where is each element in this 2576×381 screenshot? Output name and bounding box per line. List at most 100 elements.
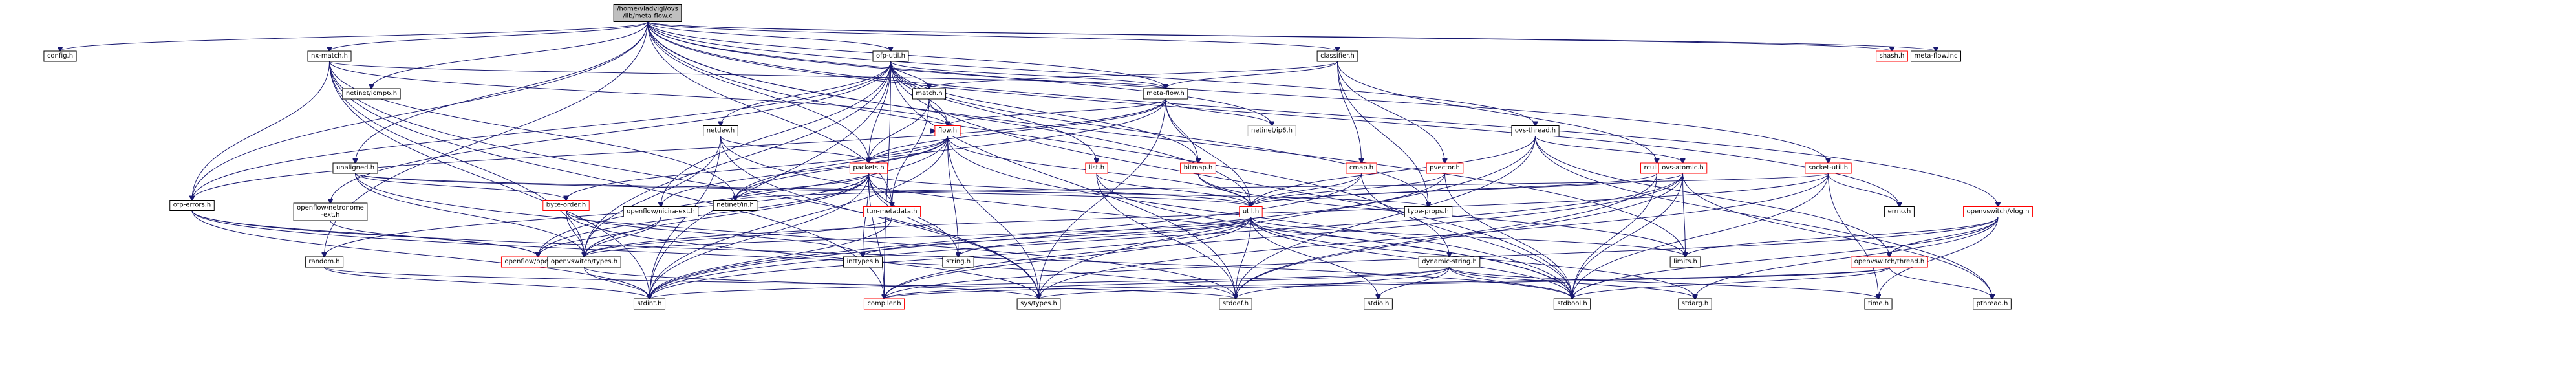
node-label: meta-flow.h — [1146, 90, 1185, 97]
edge-unaligned-h-to-type-props-h — [355, 173, 1429, 207]
node-pthread-h[interactable]: pthread.h — [1973, 298, 2012, 310]
node-classifier-h[interactable]: classifier.h — [1316, 50, 1358, 62]
node-label: openflow/nicira-ext.h — [627, 208, 695, 215]
node-meta-flow-h[interactable]: meta-flow.h — [1143, 88, 1188, 100]
edge-cmap-h-to-stdbool-h — [1361, 173, 1572, 299]
node-socket-util-h[interactable]: socket-util.h — [1805, 162, 1852, 174]
node-flow-h[interactable]: flow.h — [934, 125, 961, 136]
edge-meta-flow-c-to-tun-metadata-h — [647, 21, 892, 207]
node-nx-match-h[interactable]: nx-match.h — [307, 50, 352, 62]
node-label: match.h — [916, 90, 942, 97]
node-random-h[interactable]: random.h — [305, 256, 344, 268]
node-stdbool-h[interactable]: stdbool.h — [1553, 298, 1591, 310]
node-label: sys/types.h — [1020, 300, 1057, 307]
edge-nx-match-h-to-netinet-in-h — [329, 61, 736, 201]
node-openflow-netronome-ext-h[interactable]: openflow/netronome-ext.h — [293, 202, 368, 221]
node-openvswitch-types-h[interactable]: openvswitch/types.h — [547, 256, 621, 268]
edge-meta-flow-c-to-config-h — [60, 21, 648, 52]
node-box — [1085, 162, 1108, 174]
node-inttypes-h[interactable]: inttypes.h — [843, 256, 883, 268]
node-meta-flow-c[interactable]: /home/vladvigl/ovs/lib/meta-flow.c — [613, 4, 682, 22]
node-netinet-icmp6-h[interactable]: netinet/icmp6.h — [342, 88, 401, 100]
node-label: string.h — [946, 258, 971, 265]
node-box — [849, 162, 888, 174]
node-packets-h[interactable]: packets.h — [849, 162, 888, 174]
node-match-h[interactable]: match.h — [912, 88, 947, 100]
node-label: limits.h — [1673, 258, 1697, 265]
node-openflow-nicira-ext-h[interactable]: openflow/nicira-ext.h — [623, 206, 699, 217]
edge-classifier-h-to-type-props-h — [1337, 61, 1429, 207]
node-label: type-props.h — [1408, 208, 1448, 215]
node-pvector-h[interactable]: pvector.h — [1426, 162, 1464, 174]
node-stdio-h[interactable]: stdio.h — [1364, 298, 1393, 310]
node-list-h[interactable]: list.h — [1085, 162, 1108, 174]
node-label: bitmap.h — [1184, 164, 1213, 171]
edge-netdev-h-to-sys-types-h — [720, 136, 1039, 299]
edge-packets-h-to-openflow-openflow-h — [538, 173, 869, 257]
node-label: -ext.h — [321, 212, 340, 219]
node-label: ofp-util.h — [876, 52, 905, 60]
node-shash-h[interactable]: shash.h — [1876, 50, 1908, 62]
node-errno-h[interactable]: errno.h — [1884, 206, 1915, 217]
node-openvswitch-thread-h[interactable]: openvswitch/thread.h — [1851, 256, 1928, 268]
node-stddef-h[interactable]: stddef.h — [1219, 298, 1252, 310]
edge-packets-h-to-random-h — [325, 173, 869, 257]
node-config-h[interactable]: config.h — [43, 50, 77, 62]
node-ofp-errors-h[interactable]: ofp-errors.h — [169, 200, 215, 211]
node-limits-h[interactable]: limits.h — [1669, 256, 1701, 268]
edge-match-h-to-flow-h — [928, 98, 948, 126]
edge-packets-h-to-stdint-h — [650, 173, 869, 299]
node-util-h[interactable]: util.h — [1239, 206, 1263, 217]
node-label: openvswitch/thread.h — [1854, 258, 1924, 265]
node-box — [1364, 298, 1393, 310]
edge-random-h-to-stddef-h — [324, 267, 1236, 299]
node-netdev-h[interactable]: netdev.h — [703, 125, 738, 136]
node-byte-order-h[interactable]: byte-order.h — [542, 200, 590, 211]
node-compiler-h[interactable]: compiler.h — [863, 298, 905, 310]
edge-nx-match-h-to-ofp-errors-h — [192, 61, 330, 201]
node-box — [863, 206, 921, 217]
edge-meta-flow-c-to-socket-util-h — [647, 21, 1829, 164]
edge-ofp-util-h-to-stdbool-h — [890, 61, 1572, 299]
node-ovs-atomic-h[interactable]: ovs-atomic.h — [1658, 162, 1708, 174]
node-label: netdev.h — [707, 127, 735, 135]
node-sys-types-h[interactable]: sys/types.h — [1016, 298, 1061, 310]
edge-dynamic-string-h-to-time-h — [1449, 267, 1879, 299]
node-unaligned-h[interactable]: unaligned.h — [332, 162, 378, 174]
node-box — [633, 298, 666, 310]
node-cmap-h[interactable]: cmap.h — [1346, 162, 1377, 174]
node-label: byte-order.h — [546, 202, 586, 209]
node-box — [942, 256, 974, 268]
node-tun-metadata-h[interactable]: tun-metadata.h — [863, 206, 921, 217]
node-box — [1678, 298, 1712, 310]
node-label: packets.h — [853, 164, 884, 171]
node-stdarg-h[interactable]: stdarg.h — [1678, 298, 1712, 310]
edge-meta-flow-c-to-ofp-errors-h — [192, 21, 648, 201]
node-openvswitch-vlog-h[interactable]: openvswitch/vlog.h — [1963, 206, 2033, 217]
node-label: ovs-thread.h — [1515, 127, 1556, 135]
node-bitmap-h[interactable]: bitmap.h — [1180, 162, 1216, 174]
edge-meta-flow-c-to-ofp-util-h — [647, 21, 891, 52]
edge-meta-flow-h-to-packets-h — [869, 98, 1166, 163]
node-box — [1511, 125, 1560, 136]
node-label: ovs-atomic.h — [1662, 164, 1704, 171]
edge-ofp-util-h-to-openvswitch-types-h — [585, 61, 891, 257]
node-ofp-util-h[interactable]: ofp-util.h — [872, 50, 909, 62]
node-box — [547, 256, 621, 268]
node-meta-flow-inc[interactable]: meta-flow.inc — [1910, 50, 1962, 62]
node-label: inttypes.h — [846, 258, 879, 265]
node-stdint-h[interactable]: stdint.h — [633, 298, 666, 310]
node-label: stddef.h — [1223, 300, 1249, 307]
edge-meta-flow-h-to-flow-h — [948, 98, 1166, 126]
node-dynamic-string-h[interactable]: dynamic-string.h — [1418, 256, 1481, 268]
node-box — [1247, 125, 1296, 136]
node-label: util.h — [1243, 208, 1259, 215]
edge-ofp-util-h-to-ofp-errors-h — [192, 61, 891, 201]
node-string-h[interactable]: string.h — [942, 256, 974, 268]
edge-nx-match-h-to-flow-h — [329, 61, 948, 126]
node-box — [713, 200, 758, 211]
node-type-props-h[interactable]: type-props.h — [1404, 206, 1453, 217]
node-time-h[interactable]: time.h — [1864, 298, 1893, 310]
node-ovs-thread-h[interactable]: ovs-thread.h — [1511, 125, 1560, 136]
node-netinet-in-h[interactable]: netinet/in.h — [713, 200, 758, 211]
